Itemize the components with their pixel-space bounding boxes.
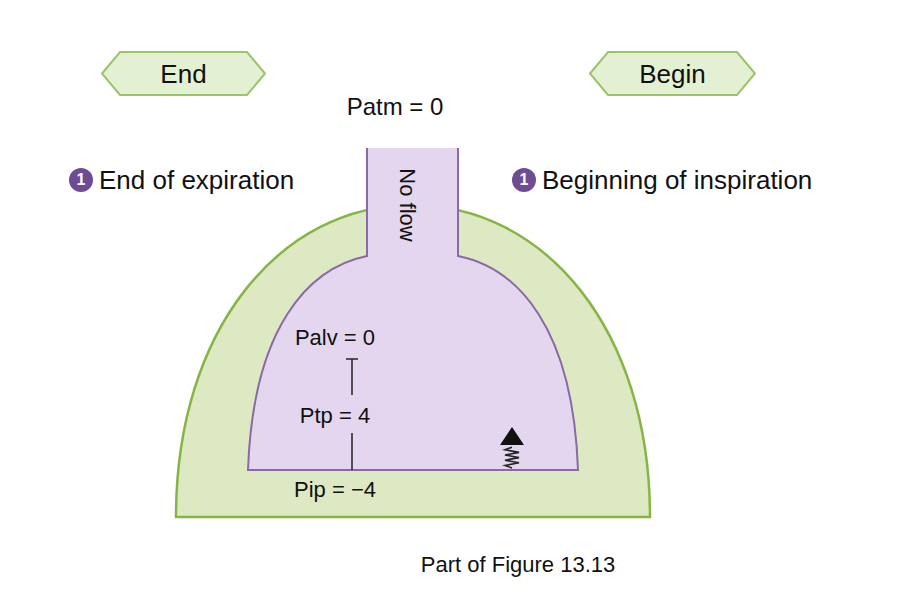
callout-number: 1 xyxy=(77,171,86,189)
figure-caption: Part of Figure 13.13 xyxy=(421,553,615,577)
lung-fill xyxy=(248,148,578,470)
lung-wall xyxy=(248,148,578,470)
phase-label: Begin xyxy=(639,59,706,88)
callout-circle xyxy=(69,168,93,192)
callout-number: 1 xyxy=(520,171,529,189)
label-text: Pip = −4 xyxy=(294,478,376,502)
lung: No flowPalv = 0 Ptp = 4 xyxy=(248,148,578,470)
phase-tag: Begin xyxy=(590,52,755,95)
pressure-label: Palv = 0 xyxy=(295,326,375,350)
spring-arrow xyxy=(500,427,524,445)
pressure-label: No flow xyxy=(395,168,419,241)
phase-label: End xyxy=(160,59,206,88)
tag-hexagon xyxy=(102,52,265,95)
tag-hexagon xyxy=(590,52,755,95)
label-text: Beginning of inspiration xyxy=(542,166,812,195)
phase-tag: End xyxy=(102,52,265,95)
callout-circle xyxy=(512,168,536,192)
label-text: End of expiration xyxy=(99,166,294,195)
spring xyxy=(505,447,519,468)
pressure-label: Ptp = 4 xyxy=(300,404,370,428)
label-text: Patm = 0 xyxy=(347,94,444,120)
